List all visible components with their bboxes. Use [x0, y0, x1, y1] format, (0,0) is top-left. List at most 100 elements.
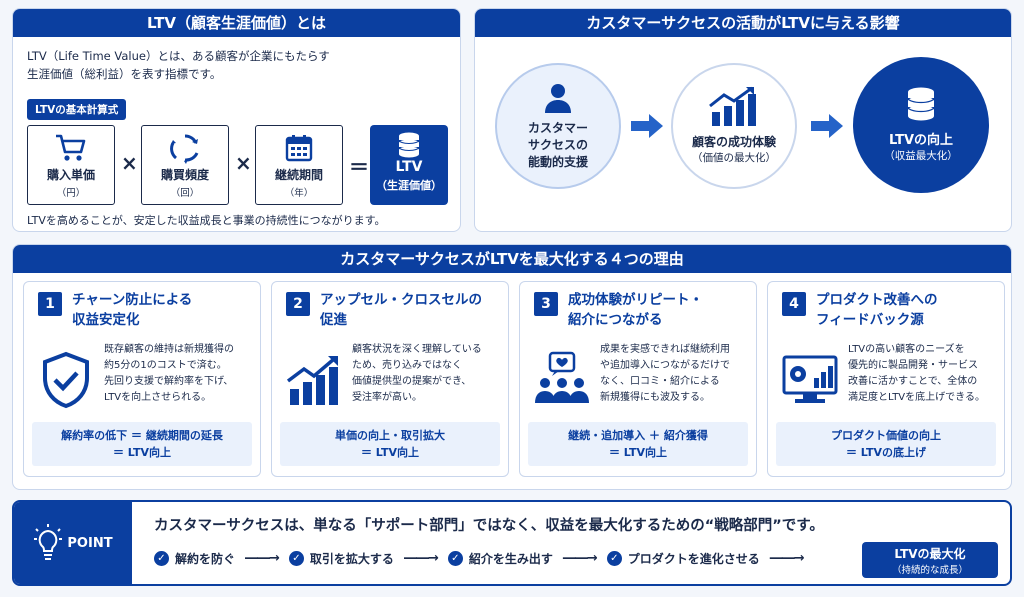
result-sub: （生涯価値） — [376, 179, 442, 192]
point-steps: ✓ 解約を防ぐ ――→ ✓ 取引を拡大する ――→ ✓ 紹介を生み出す ――→ ✓ プロ… — [154, 548, 814, 568]
reason-title: アップセル・クロスセルの 促進 — [320, 290, 500, 330]
body-line: や追加導入につながるだけで — [600, 360, 730, 371]
arrow-right-icon: ――→ — [403, 550, 439, 566]
reason-card-referral: 3 成功体験がリピート・ 紹介につながる 成果を実感できれば継続利用 や追加導入… — [519, 281, 757, 477]
reason-title-line: チャーン防止による — [72, 292, 193, 308]
step-text: LTVの向上 — [888, 133, 954, 148]
reason-summary: 単価の向上・取引拡大 ＝ LTV向上 — [280, 422, 500, 466]
step-label: プロダクトを進化させる — [627, 551, 760, 566]
reason-card-feedback: 4 プロダクト改善への フィードバック源 LTVの高い顧客のニーズを 優先的に製… — [767, 281, 1005, 477]
reason-number: 3 — [534, 292, 558, 316]
summary-line: ＝ LTV向上 — [608, 446, 668, 459]
factor-unit: （年） — [284, 188, 314, 199]
reason-number: 2 — [286, 292, 310, 316]
reason-summary: 継続・追加導入 ＋ 紹介獲得 ＝ LTV向上 — [528, 422, 748, 466]
body-line: 約5分の1のコストで済む。 — [104, 360, 227, 371]
coins-icon — [370, 125, 448, 159]
reasons-panel-title: カスタマーサクセスがLTVを最大化する４つの理由 — [13, 245, 1011, 273]
summary-line: 解約率の低下 ＝ 継続期間の延長 — [61, 429, 223, 442]
lightbulb-icon — [34, 524, 63, 560]
point-label: POINT — [67, 535, 113, 551]
reason-body: LTVの高い顧客のニーズを 優先的に製品開発・サービス 改善に活かすことで、全体… — [848, 342, 1000, 406]
factor-label: 購入単価 — [46, 168, 95, 182]
step-label: 取引を拡大する — [309, 551, 394, 566]
intro-line: 生涯価値（総利益）を表す指標です。 — [27, 67, 222, 81]
arrow-right-icon: ――→ — [245, 550, 280, 566]
arrow-right-icon: ――→ — [562, 550, 598, 566]
reason-summary: プロダクト価値の向上 ＝ LTVの底上げ — [776, 422, 996, 466]
reason-summary: 解約率の低下 ＝ 継続期間の延長 ＝ LTV向上 — [32, 422, 252, 466]
factor-purchase-frequency: 購買頻度 （回） — [141, 125, 229, 205]
body-line: LTVの高い顧客のニーズを — [848, 344, 965, 355]
factor-retention-period: 継続期間 （年） — [255, 125, 343, 205]
reason-title-line: 成功体験がリピート・ — [568, 292, 703, 308]
growth-chart-icon — [282, 348, 346, 412]
reason-title-line: アップセル・クロスセルの — [320, 292, 482, 308]
body-line: なく、口コミ・紹介による — [600, 376, 720, 387]
body-line: 価値提供型の提案ができ、 — [352, 376, 472, 387]
arrow-right-icon: ――→ — [769, 550, 805, 566]
step-expand-deals: ✓ 取引を拡大する — [288, 550, 394, 567]
growth-chart-icon — [709, 86, 756, 126]
equals-sign: ＝ — [349, 155, 369, 179]
step-text: カスタマー — [527, 120, 588, 135]
body-line: 優先的に製品開発・サービス — [848, 360, 978, 371]
factor-label: 継続期間 — [274, 168, 323, 182]
summary-line: 単価の向上・取引拡大 — [335, 429, 445, 442]
reason-title-line: フィードバック源 — [816, 312, 924, 328]
ltv-maximization-box: LTVの最大化 （持続的な成長） — [862, 542, 998, 578]
monitor-gear-icon — [778, 348, 842, 412]
ltv-note: LTVを高めることが、安定した収益成長と事業の持続性につながります。 — [27, 214, 386, 227]
impact-panel-title: カスタマーサクセスの活動がLTVに与える影響 — [475, 9, 1011, 37]
multiply-sign: × — [235, 151, 252, 175]
point-message: カスタマーサクセスは、単なる「サポート部門」ではなく、収益を最大化するための“戦… — [154, 518, 824, 534]
person-icon — [545, 83, 571, 113]
ltv-definition-panel: LTV（顧客生涯価値）とは LTV（Life Time Value）とは、ある顧… — [12, 8, 461, 232]
summary-line: 継続・追加導入 ＋ 紹介獲得 — [568, 429, 708, 442]
body-line: 新規獲得にも波及する。 — [600, 392, 710, 403]
impact-step-ltv: LTVの向上 （収益最大化） — [853, 57, 989, 193]
factor-label: 購買頻度 — [160, 168, 209, 182]
reason-title: チャーン防止による 収益安定化 — [72, 290, 252, 330]
body-line: 既存顧客の維持は新規獲得の — [104, 344, 234, 355]
formula-label: LTVの基本計算式 — [27, 99, 127, 120]
check-icon: ✓ — [606, 550, 622, 566]
impact-panel: カスタマーサクセスの活動がLTVに与える影響 カスタマー サクセスの 能動的支援… — [474, 8, 1012, 232]
body-line: ため、売り込みではなく — [352, 360, 462, 371]
check-icon: ✓ — [154, 550, 169, 566]
summary-line: ＝ LTV向上 — [112, 446, 172, 459]
step-prevent-churn: ✓ 解約を防ぐ — [154, 550, 235, 567]
impact-step-success: 顧客の成功体験 （価値の最大化） — [671, 63, 797, 189]
step-sub: （価値の最大化） — [692, 152, 776, 164]
ltv-panel-title: LTV（顧客生涯価値）とは — [13, 9, 460, 37]
step-label: 紹介を生み出す — [468, 551, 553, 566]
reason-body: 成果を実感できれば継続利用 や追加導入につながるだけで なく、口コミ・紹介による… — [600, 342, 752, 406]
intro-line: LTV（Life Time Value）とは、ある顧客が企業にもたらす — [27, 49, 330, 63]
reason-title-line: 促進 — [320, 312, 347, 328]
body-line: LTVを向上させられる。 — [104, 392, 212, 403]
ltv-intro: LTV（Life Time Value）とは、ある顧客が企業にもたらす 生涯価値… — [27, 47, 447, 83]
reason-card-upsell: 2 アップセル・クロスセルの 促進 顧客状況を深く理解している ため、売り込みで… — [271, 281, 509, 477]
step-text: サクセスの — [527, 137, 588, 152]
reason-title: 成功体験がリピート・ 紹介につながる — [568, 290, 748, 330]
final-title: LTVの最大化 — [894, 547, 966, 561]
summary-line: プロダクト価値の向上 — [831, 429, 941, 442]
body-line: 成果を実感できれば継続利用 — [600, 344, 730, 355]
shield-check-icon — [34, 348, 98, 412]
step-label: 解約を防ぐ — [175, 551, 236, 566]
step-text: 顧客の成功体験 — [691, 135, 776, 149]
summary-line: ＝ LTVの底上げ — [845, 446, 927, 459]
reason-number: 1 — [38, 292, 62, 316]
body-line: 顧客状況を深く理解している — [352, 344, 482, 355]
multiply-sign: × — [121, 151, 138, 175]
body-line: 改善に活かすことで、全体の — [848, 376, 978, 387]
check-icon: ✓ — [288, 550, 304, 566]
result-label: LTV — [395, 159, 423, 175]
impact-step-support: カスタマー サクセスの 能動的支援 — [495, 63, 621, 189]
factor-unit: （円） — [56, 188, 86, 199]
reason-title: プロダクト改善への フィードバック源 — [816, 290, 996, 330]
community-heart-icon — [530, 348, 594, 412]
calendar-icon — [256, 126, 342, 164]
body-line: 満足度とLTVを底上げできる。 — [848, 392, 985, 403]
ltv-result-box: LTV （生涯価値） — [370, 125, 448, 205]
